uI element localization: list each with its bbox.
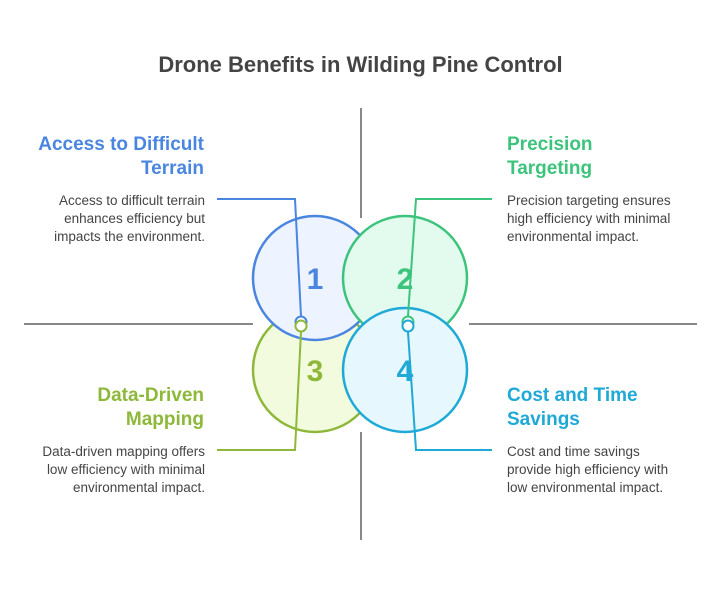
connector-1 [217, 198, 302, 317]
number-3: 3 [307, 355, 324, 388]
text-2: Precision targeting ensures high efficie… [507, 193, 671, 244]
connector-4 [407, 331, 492, 451]
diagram-title: Drone Benefits in Wilding Pine Control [158, 52, 563, 77]
connector-dot-3 [294, 319, 308, 333]
connector-2 [407, 198, 492, 317]
number-1: 1 [307, 263, 324, 296]
axes [24, 108, 697, 540]
heading-4: Cost and Time Savings [507, 385, 638, 430]
heading-2: Precision Targeting [507, 134, 593, 179]
text-1: Access to difficult terrain enhances eff… [54, 193, 205, 244]
connector-3 [217, 331, 302, 451]
heading-1: Access to Difficult Terrain [38, 134, 204, 179]
connector-dot-4 [401, 319, 415, 333]
text-4: Cost and time savings provide high effic… [507, 444, 669, 495]
text-3: Data-driven mapping offers low efficienc… [42, 444, 205, 495]
circle-4 [341, 306, 469, 434]
heading-3: Data-Driven Mapping [97, 385, 204, 430]
